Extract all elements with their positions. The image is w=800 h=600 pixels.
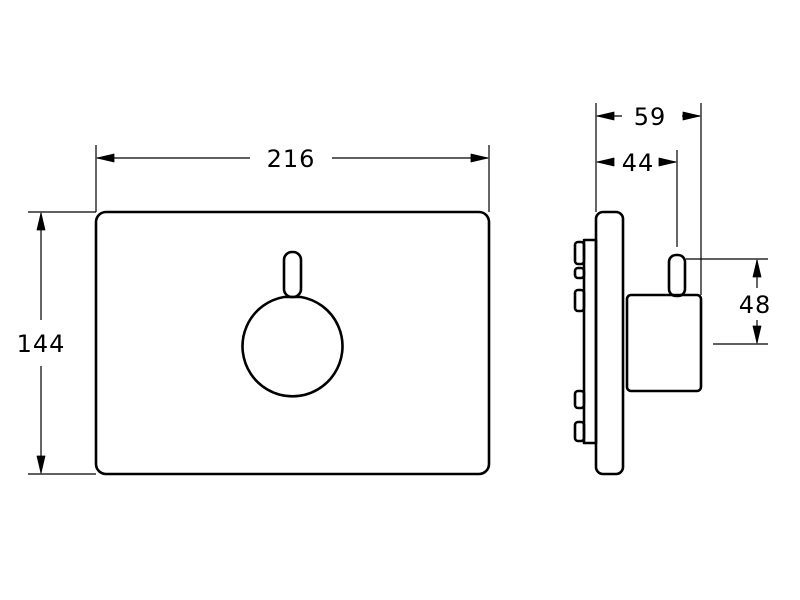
depth-body-label: 44 <box>622 149 655 177</box>
cover-plate-side <box>594 210 625 476</box>
arrow-down <box>36 455 46 474</box>
height-dimension-label: 144 <box>17 330 66 358</box>
front-view <box>94 210 491 476</box>
arrow-down <box>752 325 762 344</box>
mounting-body <box>582 238 598 445</box>
handle-diameter-label: 48 <box>739 291 772 319</box>
arrow-up <box>36 212 46 231</box>
depth-body-dimension: 44 <box>596 149 678 247</box>
cover-plate-front <box>94 210 491 476</box>
arrow-right <box>682 111 701 121</box>
depth-total-label: 59 <box>634 103 667 131</box>
arrow-right <box>658 157 677 167</box>
arrow-left <box>596 157 615 167</box>
arrow-up <box>752 259 762 278</box>
handle-diameter-dimension: 48 <box>686 258 772 345</box>
mounting-peg <box>573 266 586 280</box>
width-dimension: 216 <box>95 145 490 212</box>
mounting-peg <box>573 389 586 410</box>
height-dimension: 144 <box>17 211 96 475</box>
arrow-left <box>596 111 615 121</box>
mounting-peg <box>573 288 586 313</box>
side-view <box>573 210 703 476</box>
knob-body-side <box>625 293 703 393</box>
knob-front <box>241 295 344 398</box>
knob-lever-side <box>667 253 687 298</box>
knob-lever-front <box>282 250 303 299</box>
arrow-right <box>470 153 489 163</box>
mounting-peg <box>573 420 586 443</box>
arrow-left <box>96 153 115 163</box>
width-dimension-label: 216 <box>267 145 316 173</box>
mounting-peg <box>573 240 586 266</box>
depth-total-dimension: 59 <box>595 103 702 295</box>
